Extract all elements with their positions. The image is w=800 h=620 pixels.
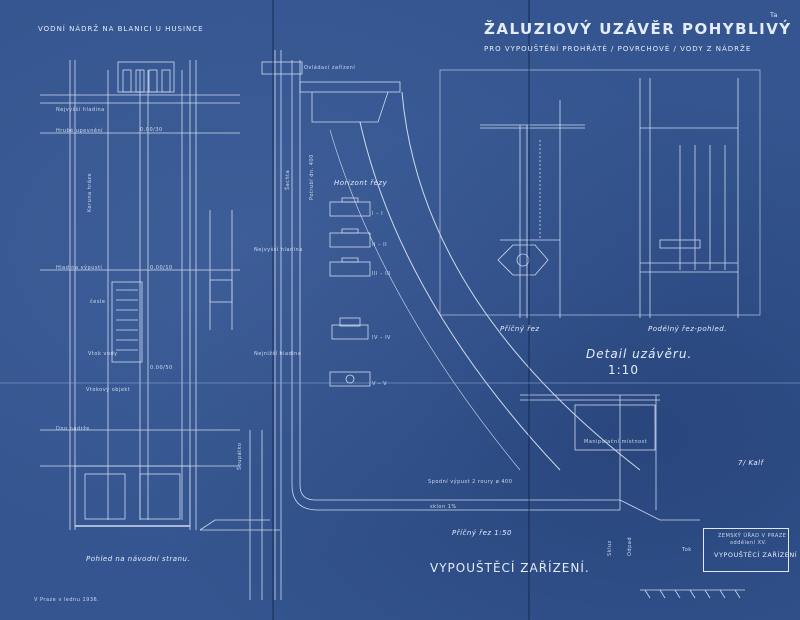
spillway-label: Skluz	[607, 540, 613, 556]
gallery-label: Manipulační místnost	[584, 439, 648, 445]
outlet-pipe-label: Spodní výpust 2 roury ø 400	[428, 479, 513, 485]
drawing-title: ŽALUZIOVÝ UZÁVĚR POHYBLIVÝ	[484, 20, 792, 38]
drawing-subtitle: PRO VYPOUŠTĚNÍ PROHŘÁTÉ / POVRCHOVÉ / VO…	[484, 45, 752, 53]
crown-label: Koruna hráze	[87, 172, 93, 212]
intake-label: Vtokový objekt	[86, 387, 131, 393]
pipe-label: Potrubí dn. 400	[309, 154, 315, 200]
fold-line	[0, 382, 800, 384]
level2-label: Nejnižší hladina	[254, 351, 302, 357]
section-mark-3: III – III	[372, 271, 392, 277]
stream-label: Tok	[682, 547, 692, 553]
reservoir-name: VODNÍ NÁDRŽ NA BLANICI U HUSINCE	[38, 25, 204, 33]
corner-mark: Ta	[770, 11, 778, 19]
place-date: V Praze v lednu 1936.	[34, 597, 100, 603]
valve-label: Šoupátko	[237, 442, 243, 470]
left-view-label: Pohled na návodní stranu.	[86, 555, 191, 563]
normal-level-label: Hrubé upevnění	[56, 128, 104, 134]
elevation-3: 0.00/50	[150, 365, 173, 371]
terrain-drawing	[640, 589, 745, 599]
gate-label: Vtok vody	[88, 351, 118, 357]
cross-section-detail-label: Příčný řez	[500, 325, 540, 333]
cross-section-main-label: Příčný řez 1:50	[452, 529, 512, 537]
slope-label: sklon 1%	[430, 504, 457, 510]
left-view-drawing	[40, 60, 240, 530]
level1-label: Nejvyšší hladina	[254, 247, 303, 253]
section-mark-5: V – V	[372, 381, 388, 387]
section-mark-1: I – I	[372, 211, 384, 217]
outflow-label: Odpad	[627, 536, 633, 556]
horizontal-sections-title: Horizont řezy	[334, 179, 388, 187]
detail-scale: 1:10	[608, 363, 639, 377]
title-stamp	[703, 528, 789, 572]
signature: 7/ Kalf	[738, 459, 764, 467]
max-level-label: Nejvyšší hladina	[56, 107, 105, 113]
control-label: Ovládací zařízení	[304, 65, 356, 71]
detail-drawing	[439, 69, 761, 318]
fold-line	[528, 0, 530, 620]
shaft-label: Šachta	[285, 169, 291, 190]
bottom-label: Dno nádrže	[56, 426, 90, 432]
detail-title: Detail uzávěru.	[586, 347, 693, 361]
stamp-line-3: VYPOUŠTĚCÍ ZAŘÍZENÍ	[714, 551, 798, 559]
section-mark-2: II – II	[372, 242, 388, 248]
elevation-1: 0.00/30	[140, 127, 163, 133]
stamp-line-1: ZEMSKÝ ÚŘAD V PRAZE	[718, 533, 787, 539]
elevation-2: 0.00/10	[150, 265, 173, 271]
stamp-line-2: oddělení XV.	[730, 540, 767, 546]
cross-section-drawing	[199, 50, 700, 600]
level-low-label: Hladina výpustí	[56, 265, 103, 271]
section-mark-4: IV – IV	[372, 335, 391, 341]
grate-label: česle	[90, 299, 106, 305]
horizontal-sections-drawing	[329, 197, 371, 387]
fold-line	[272, 0, 274, 620]
longitudinal-detail-label: Podélný řez-pohled.	[648, 325, 727, 333]
outlet-title: VYPOUŠTĚCÍ ZAŘÍZENÍ.	[430, 561, 590, 575]
